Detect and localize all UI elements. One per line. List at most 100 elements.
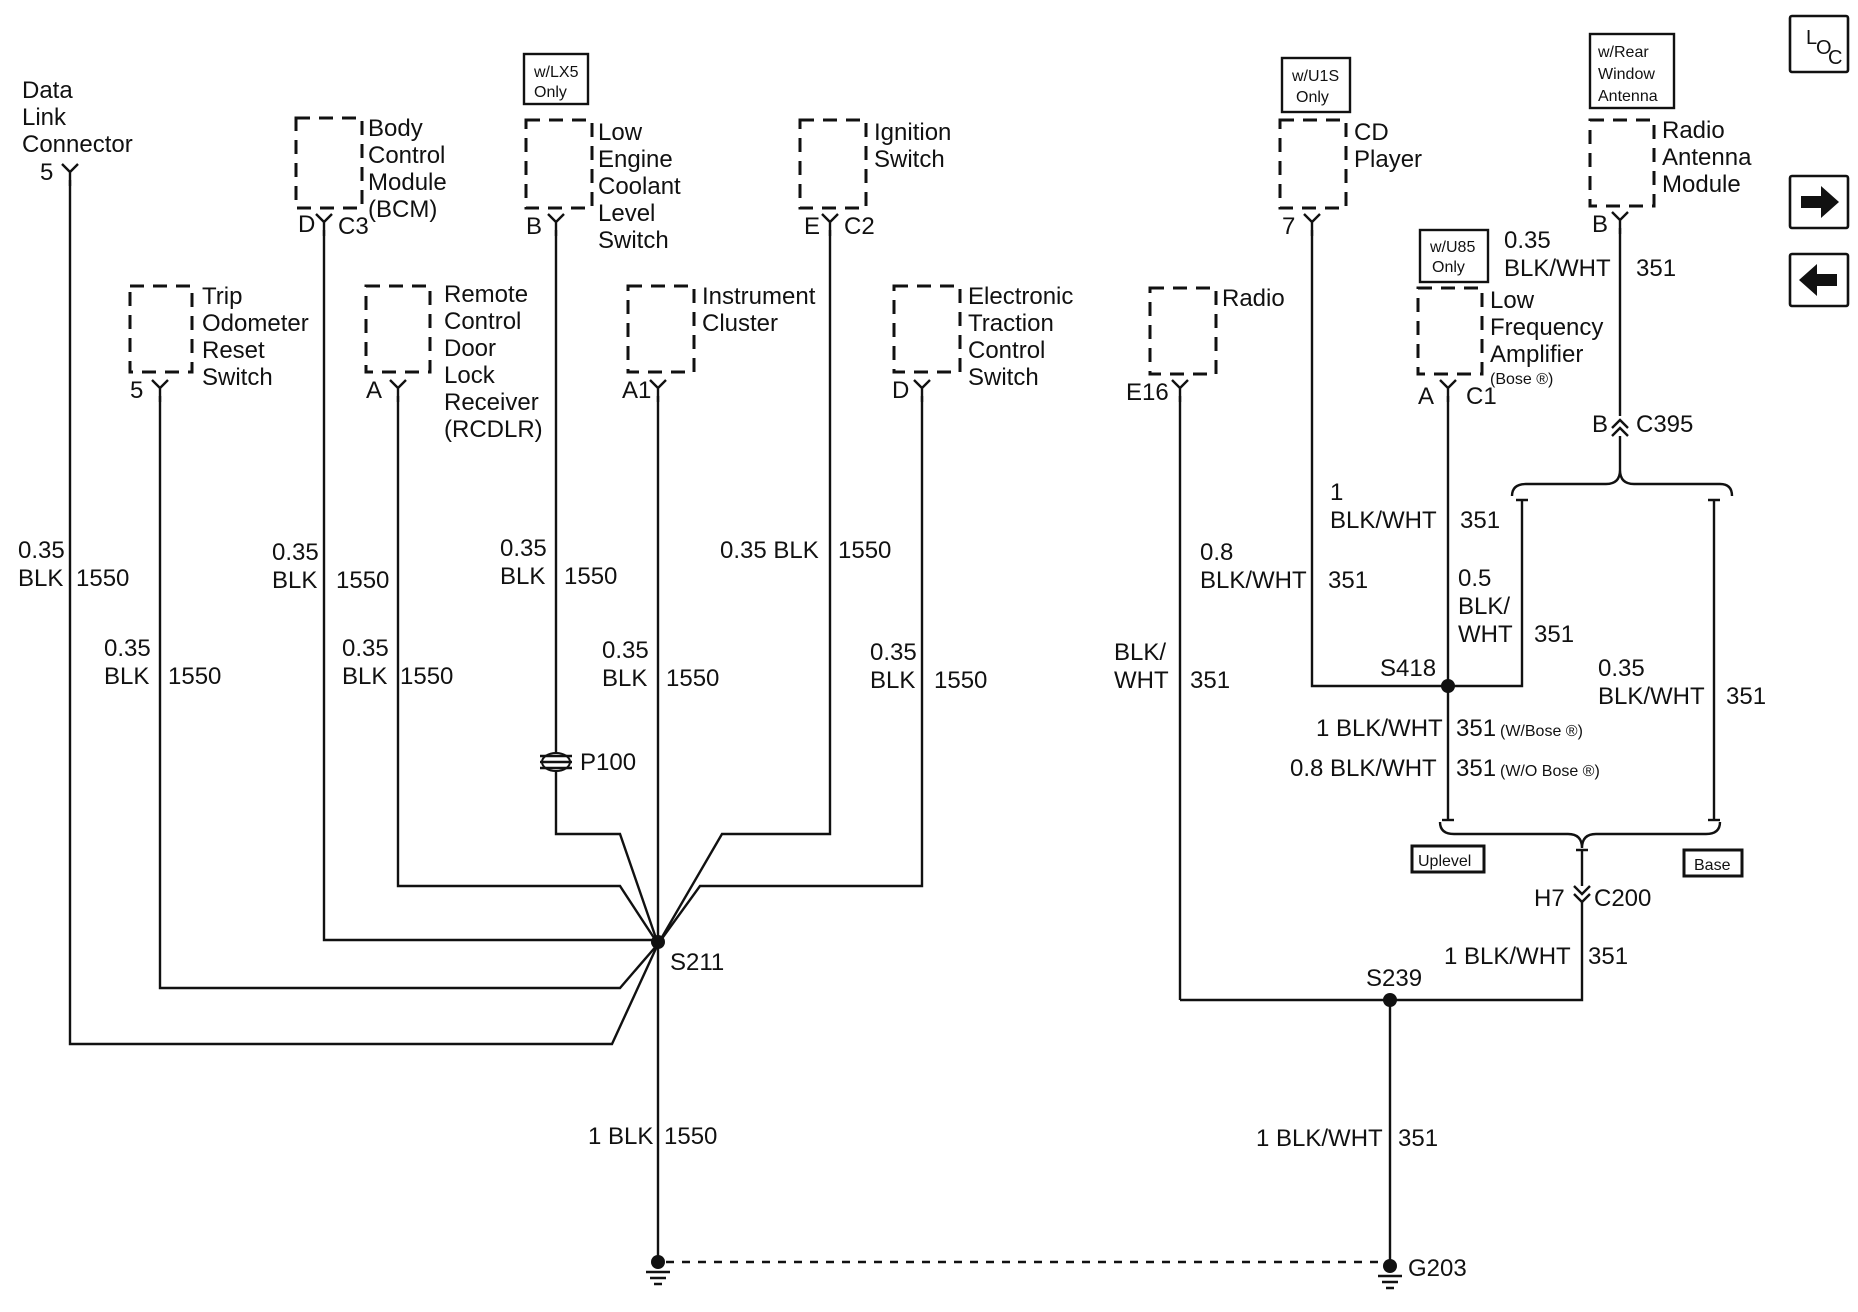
rcdlr-wire-color: BLK (342, 663, 387, 690)
cd-name-1: CD (1354, 119, 1389, 146)
antenna-wire-size: 0.35 (1504, 227, 1551, 254)
loc-sub-o: O (1816, 37, 1832, 59)
ipc-pin: A1 (622, 377, 651, 404)
lecl-name-1: Low (598, 119, 643, 146)
trip-name-4: Switch (202, 364, 273, 391)
lecl-wire-color: BLK (500, 563, 545, 590)
etc-name-4: Switch (968, 364, 1039, 391)
s418-label: S418 (1380, 655, 1436, 682)
previous-page-button[interactable] (1788, 252, 1850, 308)
s418-out-1-label: 1 BLK/WHT (1316, 715, 1443, 742)
bcm-name-4: (BCM) (368, 196, 437, 223)
amp-name-2: Frequency (1490, 314, 1603, 341)
etc-wire-circuit: 1550 (934, 667, 987, 694)
antenna-pin: B (1592, 211, 1608, 238)
amp-wire-circuit: 351 (1534, 621, 1574, 648)
base-wire-circuit: 351 (1726, 683, 1766, 710)
lecl-name-4: Level (598, 200, 655, 227)
s418-splice (1441, 679, 1455, 693)
data-link-connector: Data Link Connector 5 (22, 77, 133, 186)
arrow-right-icon (1801, 186, 1839, 218)
cd-wire-color: BLK/WHT (1330, 507, 1437, 534)
arrow-left-icon (1799, 264, 1837, 296)
trip-name-1: Trip (202, 283, 242, 310)
dlc-name-2: Link (22, 104, 67, 131)
bcm-wire-color: BLK (272, 567, 317, 594)
loc-label: L (1806, 27, 1817, 49)
rcdlr-name-1: Remote (444, 281, 528, 308)
s418-out-2-label: 0.8 BLK/WHT (1290, 755, 1437, 782)
trip-name-2: Odometer (202, 310, 309, 337)
base-label: Base (1694, 857, 1731, 874)
dlc-name-1: Data (22, 77, 73, 104)
lecl-name-5: Switch (598, 227, 669, 254)
dlc-pin: 5 (40, 159, 53, 186)
amp-option-1: w/U85 (1429, 239, 1475, 256)
amp-pin: A (1418, 383, 1434, 410)
antenna-wire-circuit: 351 (1636, 255, 1676, 282)
cd-wire-size: 1 (1330, 479, 1343, 506)
radio-wire-lower-color-2: WHT (1114, 667, 1169, 694)
trip-odometer-reset-switch: Trip Odometer Reset Switch 5 (128, 283, 309, 404)
low-frequency-amplifier: w/U85 Only Low Frequency Amplifier (Bose… (1416, 228, 1603, 410)
cd-name-2: Player (1354, 146, 1422, 173)
antenna-option-3: Antenna (1598, 88, 1658, 105)
ipc-name-2: Cluster (702, 310, 778, 337)
uplevel-badge: Uplevel (1410, 844, 1486, 874)
cd-pin: 7 (1282, 213, 1295, 240)
trip-pin: 5 (130, 377, 143, 404)
bcm-wire-size: 0.35 (272, 539, 319, 566)
antenna-wire-color: BLK/WHT (1504, 255, 1611, 282)
etc-pin: D (892, 377, 909, 404)
left-ground-icon (646, 1255, 670, 1286)
s418-to-brace (1448, 514, 1524, 688)
radio-wire-circuit: 351 (1328, 567, 1368, 594)
lecl-name-2: Engine (598, 146, 673, 173)
amp-wire-color-1: BLK/ (1458, 593, 1510, 620)
s239-label: S239 (1366, 965, 1422, 992)
s418-out-1-circuit: 351 (1456, 715, 1496, 742)
etc-wire-size: 0.35 (870, 639, 917, 666)
s418-out-1-note: (W/Bose ®) (1500, 723, 1583, 740)
bcm-wire (322, 230, 658, 942)
s418-out-2-note: (W/O Bose ®) (1500, 763, 1600, 780)
dlc-wire-size: 0.35 (18, 537, 65, 564)
lecl-wire-size: 0.35 (500, 535, 547, 562)
amp-connector: C1 (1466, 383, 1497, 410)
bcm-pin: D (298, 211, 315, 238)
option-brace-bottom (1438, 821, 1722, 849)
option-brace-top (1510, 469, 1734, 497)
radio-wire-color: BLK/WHT (1200, 567, 1307, 594)
ipc-wire-size: 0.35 (602, 637, 649, 664)
amp-note: (Bose ®) (1490, 371, 1553, 388)
ipc-wire-circuit: 1550 (666, 665, 719, 692)
left-ground-wire-label: 1 BLK (588, 1123, 653, 1150)
antenna-name-3: Module (1662, 171, 1741, 198)
s418-out-2-circuit: 351 (1456, 755, 1496, 782)
antenna-name-2: Antenna (1662, 144, 1752, 171)
c200-wire-circuit: 351 (1588, 943, 1628, 970)
etc-name-2: Traction (968, 310, 1054, 337)
s211-splice (651, 935, 665, 949)
instrument-cluster: Instrument Cluster A1 (622, 283, 816, 404)
loc-button[interactable]: L O C (1788, 14, 1850, 74)
trip-wire (158, 396, 659, 990)
rcdlr-name-3: Door (444, 335, 496, 362)
bcm-connector: C3 (338, 213, 369, 240)
ign-name-1: Ignition (874, 119, 951, 146)
coolant-level-switch: w/LX5 Only Low Engine Coolant Level Swit… (522, 52, 681, 254)
c200-connector: H7 C200 (1534, 885, 1651, 912)
amp-name-1: Low (1490, 287, 1535, 314)
antenna-option-2: Window (1598, 66, 1655, 83)
ign-wire-label: 0.35 BLK (720, 537, 819, 564)
cd-option-1: w/U1S (1291, 68, 1339, 85)
amp-name-3: Amplifier (1490, 341, 1583, 368)
trip-name-3: Reset (202, 337, 265, 364)
next-page-button[interactable] (1788, 174, 1850, 230)
radio-pin: E16 (1126, 379, 1169, 406)
ign-pin: E (804, 213, 820, 240)
c200-wire (1180, 902, 1584, 1002)
antenna-name-1: Radio (1662, 117, 1725, 144)
lecl-option-1: w/LX5 (533, 64, 579, 81)
